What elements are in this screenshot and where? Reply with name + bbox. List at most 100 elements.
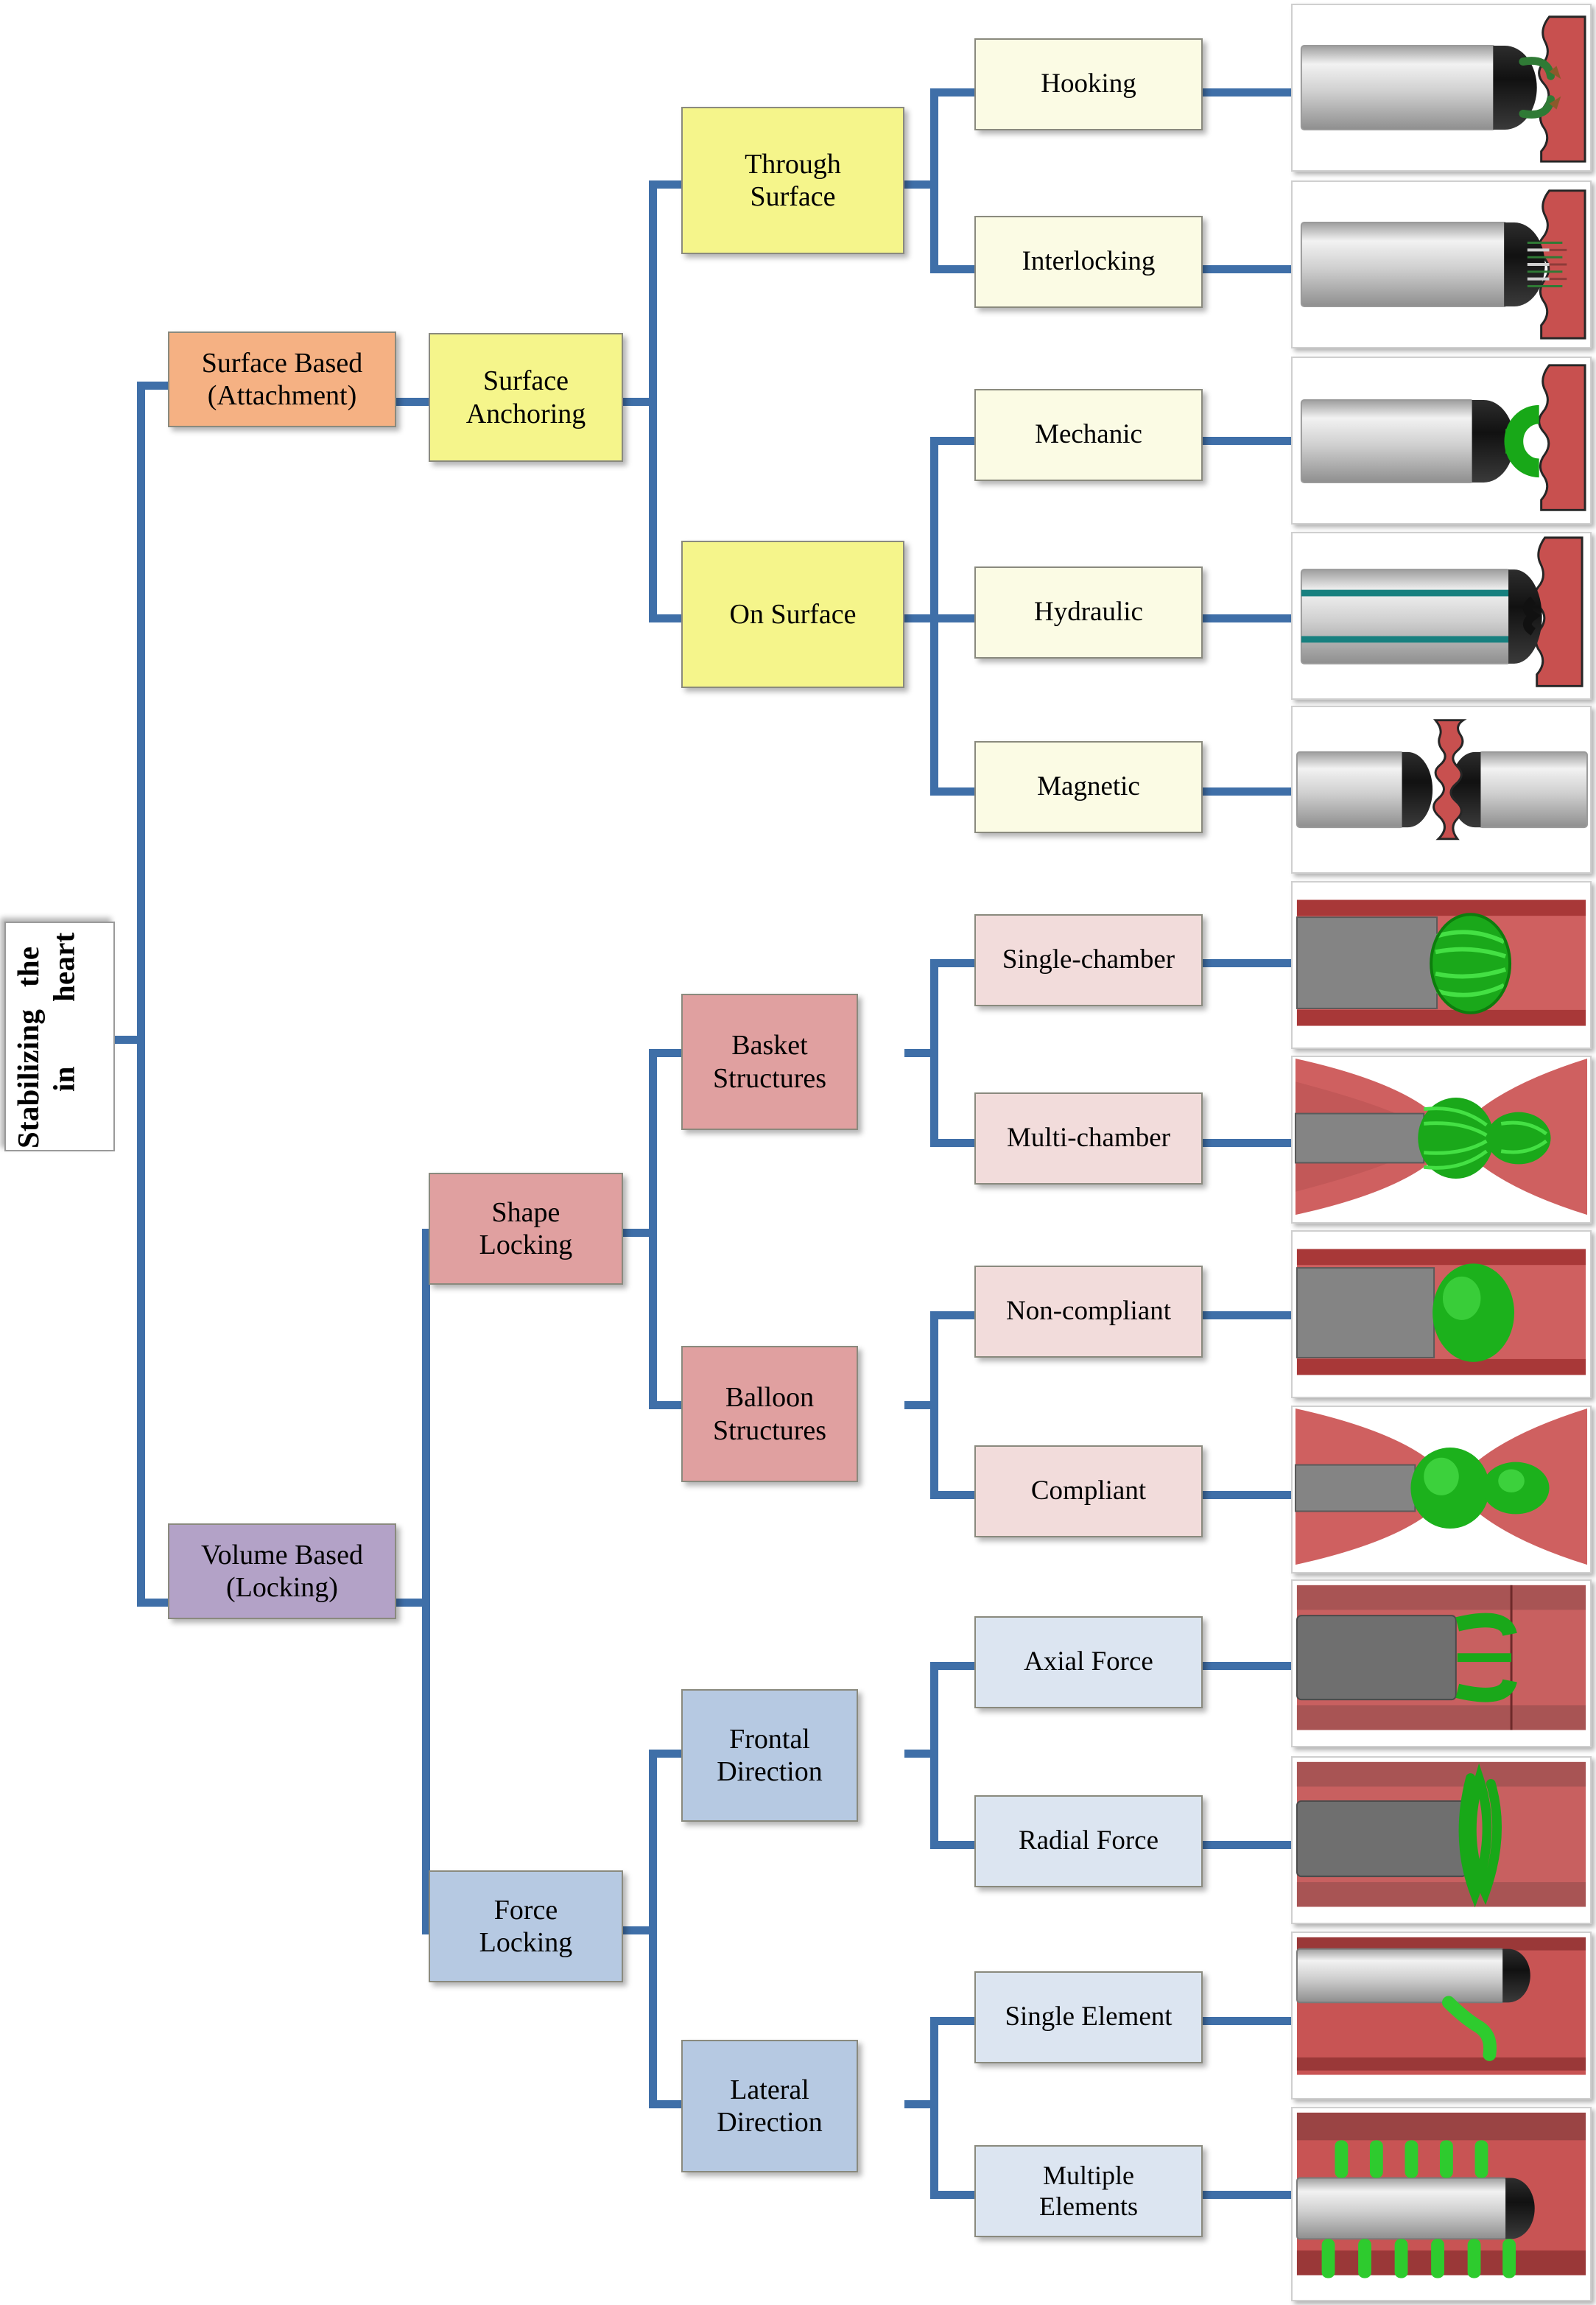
connector-throughsurface-out	[904, 180, 938, 189]
non-compliant-label: Non-compliant	[1005, 1296, 1171, 1327]
connector-forcelocking-split	[649, 1750, 657, 2100]
hooking-graphic	[1293, 5, 1590, 170]
connector-to-on-surface	[649, 614, 681, 622]
surface-anchoring-label-line2: Anchoring	[465, 398, 586, 429]
node-multiple-elements[interactable]: Multiple Elements	[974, 2145, 1203, 2237]
connector-lateral-split	[930, 2017, 938, 2195]
radial-force-graphic	[1293, 1758, 1590, 1923]
node-surface-based-attachment[interactable]: Surface Based (Attachment)	[168, 331, 396, 427]
connector-mechanic-to-image	[1203, 437, 1291, 445]
basket-structures-label-line1: Basket	[731, 1030, 808, 1062]
node-mechanic[interactable]: Mechanic	[974, 389, 1203, 481]
single-element-label: Single Element	[1005, 2001, 1173, 2032]
force-locking-label-line1: Force	[493, 1894, 558, 1926]
hydraulic-graphic	[1293, 533, 1590, 698]
connector-radialforce-to-image	[1203, 1841, 1291, 1849]
surface-based-label-line1: Surface Based	[201, 347, 363, 379]
node-multi-chamber[interactable]: Multi-chamber	[974, 1092, 1203, 1185]
connector-lateral-out	[904, 2100, 938, 2108]
connector-magnetic-to-image	[1203, 787, 1291, 796]
single-chamber-label: Single-chamber	[1002, 944, 1175, 975]
connector-to-single-chamber	[930, 959, 974, 967]
frontal-direction-label-line2: Direction	[717, 1756, 823, 1787]
balloon-structures-label-line1: Balloon	[725, 1382, 815, 1414]
connector-surfacebased-to-anchoring	[396, 398, 429, 406]
node-lateral-direction[interactable]: Lateral Direction	[681, 2040, 858, 2172]
compliant-graphic	[1293, 1407, 1590, 1572]
illustration-magnetic	[1291, 706, 1592, 874]
root-label-line1: Stabilizing in	[11, 1008, 81, 1148]
volume-based-label-line2: (Locking)	[226, 1572, 338, 1603]
connector-to-mechanic	[930, 437, 974, 445]
node-magnetic[interactable]: Magnetic	[974, 741, 1203, 833]
connector-noncompliant-to-image	[1203, 1311, 1291, 1319]
connector-root-stub	[114, 1036, 145, 1044]
connector-anchoring-split	[649, 180, 657, 622]
node-on-surface[interactable]: On Surface	[681, 541, 904, 688]
multiple-elements-graphic	[1293, 2108, 1590, 2300]
root-label-line2: the heart	[11, 932, 81, 1002]
connector-spine-to-volume-based	[137, 1599, 168, 1607]
hooking-label: Hooking	[1041, 69, 1136, 99]
connector-volumebased-split	[422, 1229, 430, 1934]
lateral-direction-label-line1: Lateral	[730, 2074, 809, 2105]
magnetic-label: Magnetic	[1037, 771, 1140, 802]
illustration-interlocking	[1291, 180, 1592, 348]
surface-anchoring-label-line1: Surface	[482, 365, 569, 397]
node-shape-locking[interactable]: Shape Locking	[429, 1173, 623, 1285]
node-frontal-direction[interactable]: Frontal Direction	[681, 1689, 858, 1822]
node-surface-anchoring[interactable]: Surface Anchoring	[429, 333, 623, 462]
connector-to-magnetic	[930, 787, 974, 796]
connector-to-balloon	[649, 1401, 681, 1409]
illustration-mechanic	[1291, 357, 1592, 524]
connector-to-frontal	[649, 1750, 681, 1758]
node-interlocking[interactable]: Interlocking	[974, 216, 1203, 308]
connector-throughsurface-split	[930, 88, 938, 270]
interlocking-label: Interlocking	[1022, 246, 1156, 277]
node-root-stabilizing-in-the-heart[interactable]: Stabilizing in the heart	[4, 922, 115, 1151]
magnetic-graphic	[1293, 707, 1590, 872]
multi-chamber-label: Multi-chamber	[1007, 1123, 1170, 1154]
illustration-single-chamber	[1291, 881, 1592, 1049]
connector-to-lateral	[649, 2100, 681, 2108]
connector-to-radial-force	[930, 1841, 974, 1849]
on-surface-label: On Surface	[729, 598, 857, 630]
radial-force-label: Radial Force	[1018, 1825, 1159, 1856]
connector-balloon-split	[930, 1311, 938, 1491]
non-compliant-graphic	[1293, 1232, 1590, 1397]
node-force-locking[interactable]: Force Locking	[429, 1870, 623, 1982]
node-single-chamber[interactable]: Single-chamber	[974, 914, 1203, 1006]
illustration-multiple-elements	[1291, 2107, 1592, 2301]
node-through-surface[interactable]: Through Surface	[681, 107, 904, 254]
connector-multipleelements-to-image	[1203, 2191, 1291, 2199]
through-surface-label-line2: Surface	[750, 181, 836, 212]
node-compliant[interactable]: Compliant	[974, 1445, 1203, 1537]
node-basket-structures[interactable]: Basket Structures	[681, 994, 858, 1130]
node-non-compliant[interactable]: Non-compliant	[974, 1266, 1203, 1358]
node-single-element[interactable]: Single Element	[974, 1971, 1203, 2063]
hydraulic-label: Hydraulic	[1034, 597, 1143, 628]
connector-hydraulic-to-image	[1203, 614, 1291, 622]
illustration-radial-force	[1291, 1756, 1592, 1924]
connector-spine-to-surface-based	[137, 382, 168, 390]
connector-shapelocking-out	[623, 1229, 657, 1237]
connector-to-single-element	[930, 2017, 974, 2025]
node-volume-based-locking[interactable]: Volume Based (Locking)	[168, 1523, 396, 1619]
connector-to-multi-chamber	[930, 1139, 974, 1147]
basket-structures-label-line2: Structures	[712, 1062, 827, 1094]
connector-to-non-compliant	[930, 1311, 974, 1319]
node-radial-force[interactable]: Radial Force	[974, 1795, 1203, 1887]
node-hydraulic[interactable]: Hydraulic	[974, 566, 1203, 659]
node-axial-force[interactable]: Axial Force	[974, 1616, 1203, 1708]
connector-frontal-out	[904, 1750, 938, 1758]
interlocking-graphic	[1293, 182, 1590, 347]
mechanic-graphic	[1293, 358, 1590, 523]
node-hooking[interactable]: Hooking	[974, 38, 1203, 130]
node-balloon-structures[interactable]: Balloon Structures	[681, 1346, 858, 1482]
connector-shapelocking-split	[649, 1049, 657, 1401]
connector-volumebased-out	[396, 1599, 430, 1607]
illustration-compliant	[1291, 1406, 1592, 1573]
connector-to-hydraulic	[930, 614, 974, 622]
connector-hooking-to-image	[1203, 88, 1291, 97]
